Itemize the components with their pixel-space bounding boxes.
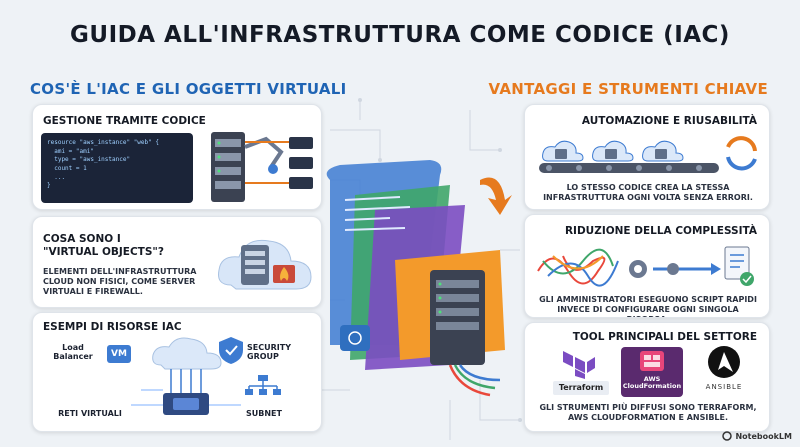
server-robot-arm-icon	[211, 132, 313, 202]
cloud-server-firewall-icon	[218, 239, 312, 290]
shield-icon	[219, 337, 243, 364]
code-line: count = 1	[47, 165, 87, 173]
card-title: RIDUZIONE DELLA COMPLESSITÀ	[564, 225, 757, 237]
central-illustration	[326, 160, 512, 397]
left-section-title: COS'È L'IAC E GLI OGGETTI VIRTUALI	[30, 80, 347, 98]
network-chip-cloud-icon	[131, 337, 241, 415]
page-title: GUIDA ALL'INFRASTRUTTURA COME CODICE (IA…	[70, 22, 730, 48]
vm-label: VM	[111, 349, 127, 359]
card-description: LO STESSO CODICE CREA LA STESSA INFRASTR…	[543, 183, 753, 202]
virtual-networks-label: RETI VIRTUALI	[58, 409, 122, 418]
footer-brand: NotebookLM	[722, 431, 792, 441]
card-title: AUTOMAZIONE E RIUSABILITÀ	[581, 115, 757, 127]
card-code-management: GESTIONE TRAMITE CODICE resource "aws_in…	[32, 104, 322, 210]
subnet-icon	[245, 375, 281, 395]
subnet-label: SUBNET	[246, 409, 282, 418]
vm-badge: VM	[107, 345, 131, 363]
card-title: ESEMPI DI RISORSE IAC	[43, 321, 182, 333]
code-line: resource "aws_instance" "web" {	[47, 139, 159, 146]
code-line: type = "aws_instance"	[47, 156, 131, 164]
card-description: GLI STRUMENTI PIÙ DIFFUSI SONO TERRAFORM…	[539, 403, 757, 422]
right-section-title: VANTAGGI E STRUMENTI CHIAVE	[488, 80, 768, 98]
card-title: TOOL PRINCIPALI DEL SETTORE	[572, 331, 757, 343]
notebooklm-logo-icon	[722, 431, 733, 441]
footer-label: NotebookLM	[735, 431, 792, 441]
aws-label: AWS CloudFormation	[622, 375, 682, 391]
card-automation: AUTOMAZIONE E RIUSABILITÀ LO STESSO CODI…	[524, 104, 770, 210]
cloudformation-logo-icon	[640, 351, 664, 371]
card-description: GLI AMMINISTRATORI ESEGUONO SCRIPT RAPID…	[539, 295, 757, 317]
security-group-label: SECURITY GROUP	[247, 343, 291, 362]
card-title-line: "VIRTUAL OBJECTS"?	[43, 246, 164, 259]
card-title: COSA SONO I "VIRTUAL OBJECTS"?	[43, 233, 164, 259]
load-balancer-label: Load Balancer	[53, 343, 93, 362]
code-line: }	[47, 182, 51, 190]
card-virtual-objects: COSA SONO I "VIRTUAL OBJECTS"? ELEMENTI …	[32, 216, 322, 308]
card-main-tools: TOOL PRINCIPALI DEL SETTORE Terraform AW…	[524, 322, 770, 432]
card-title-line: COSA SONO I	[43, 233, 121, 245]
conveyor-clouds-icon	[539, 136, 757, 173]
ansible-label: ANSIBLE	[705, 383, 743, 391]
code-snippet: resource "aws_instance" "web" { ami = "a…	[41, 133, 193, 203]
card-title: GESTIONE TRAMITE CODICE	[43, 115, 206, 127]
card-complexity-reduction: RIDUZIONE DELLA COMPLESSITÀ GLI AMMINIST…	[524, 214, 770, 318]
terraform-label-box: Terraform	[553, 381, 609, 395]
tangled-to-document-icon	[537, 246, 754, 287]
code-line: ...	[47, 173, 66, 181]
terraform-label: Terraform	[558, 383, 604, 392]
card-description: ELEMENTI DELL'INFRASTRUTTURA CLOUD NON F…	[43, 267, 197, 296]
card-iac-examples: ESEMPI DI RISORSE IAC Load Balancer VM S…	[32, 312, 322, 432]
code-line: ami = "ami"	[47, 147, 94, 155]
terraform-logo-icon	[563, 351, 595, 379]
ansible-logo-icon	[708, 346, 740, 378]
aws-cloudformation-badge: AWS CloudFormation	[621, 347, 683, 397]
